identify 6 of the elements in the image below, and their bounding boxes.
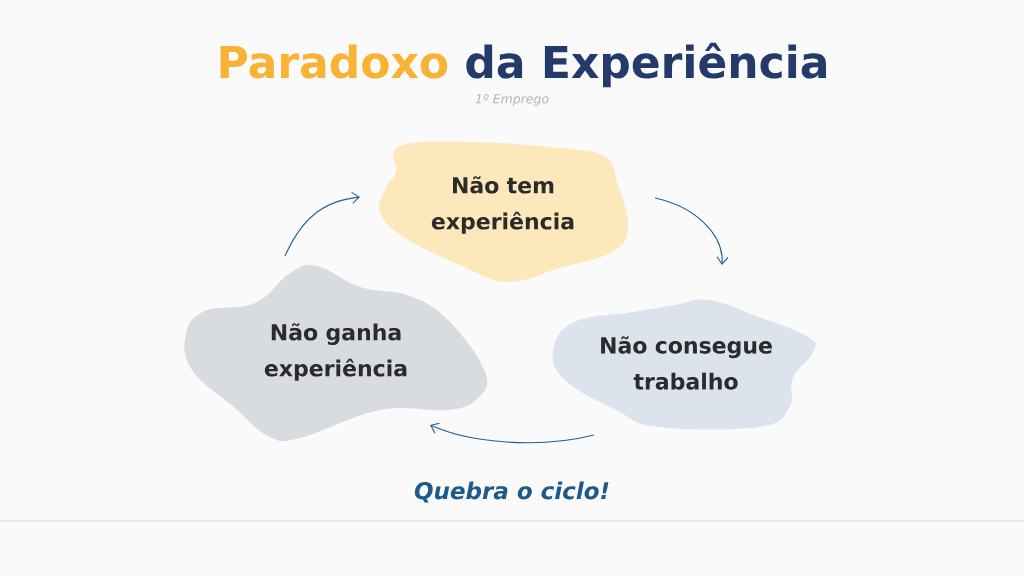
arrow	[284, 191, 360, 257]
arrow	[430, 422, 595, 444]
title: Paradoxo da Experiência	[220, 42, 826, 88]
arrow	[654, 197, 729, 265]
subtitle: 1º Emprego	[475, 94, 549, 106]
tagline: Quebra o ciclo!	[414, 481, 609, 503]
